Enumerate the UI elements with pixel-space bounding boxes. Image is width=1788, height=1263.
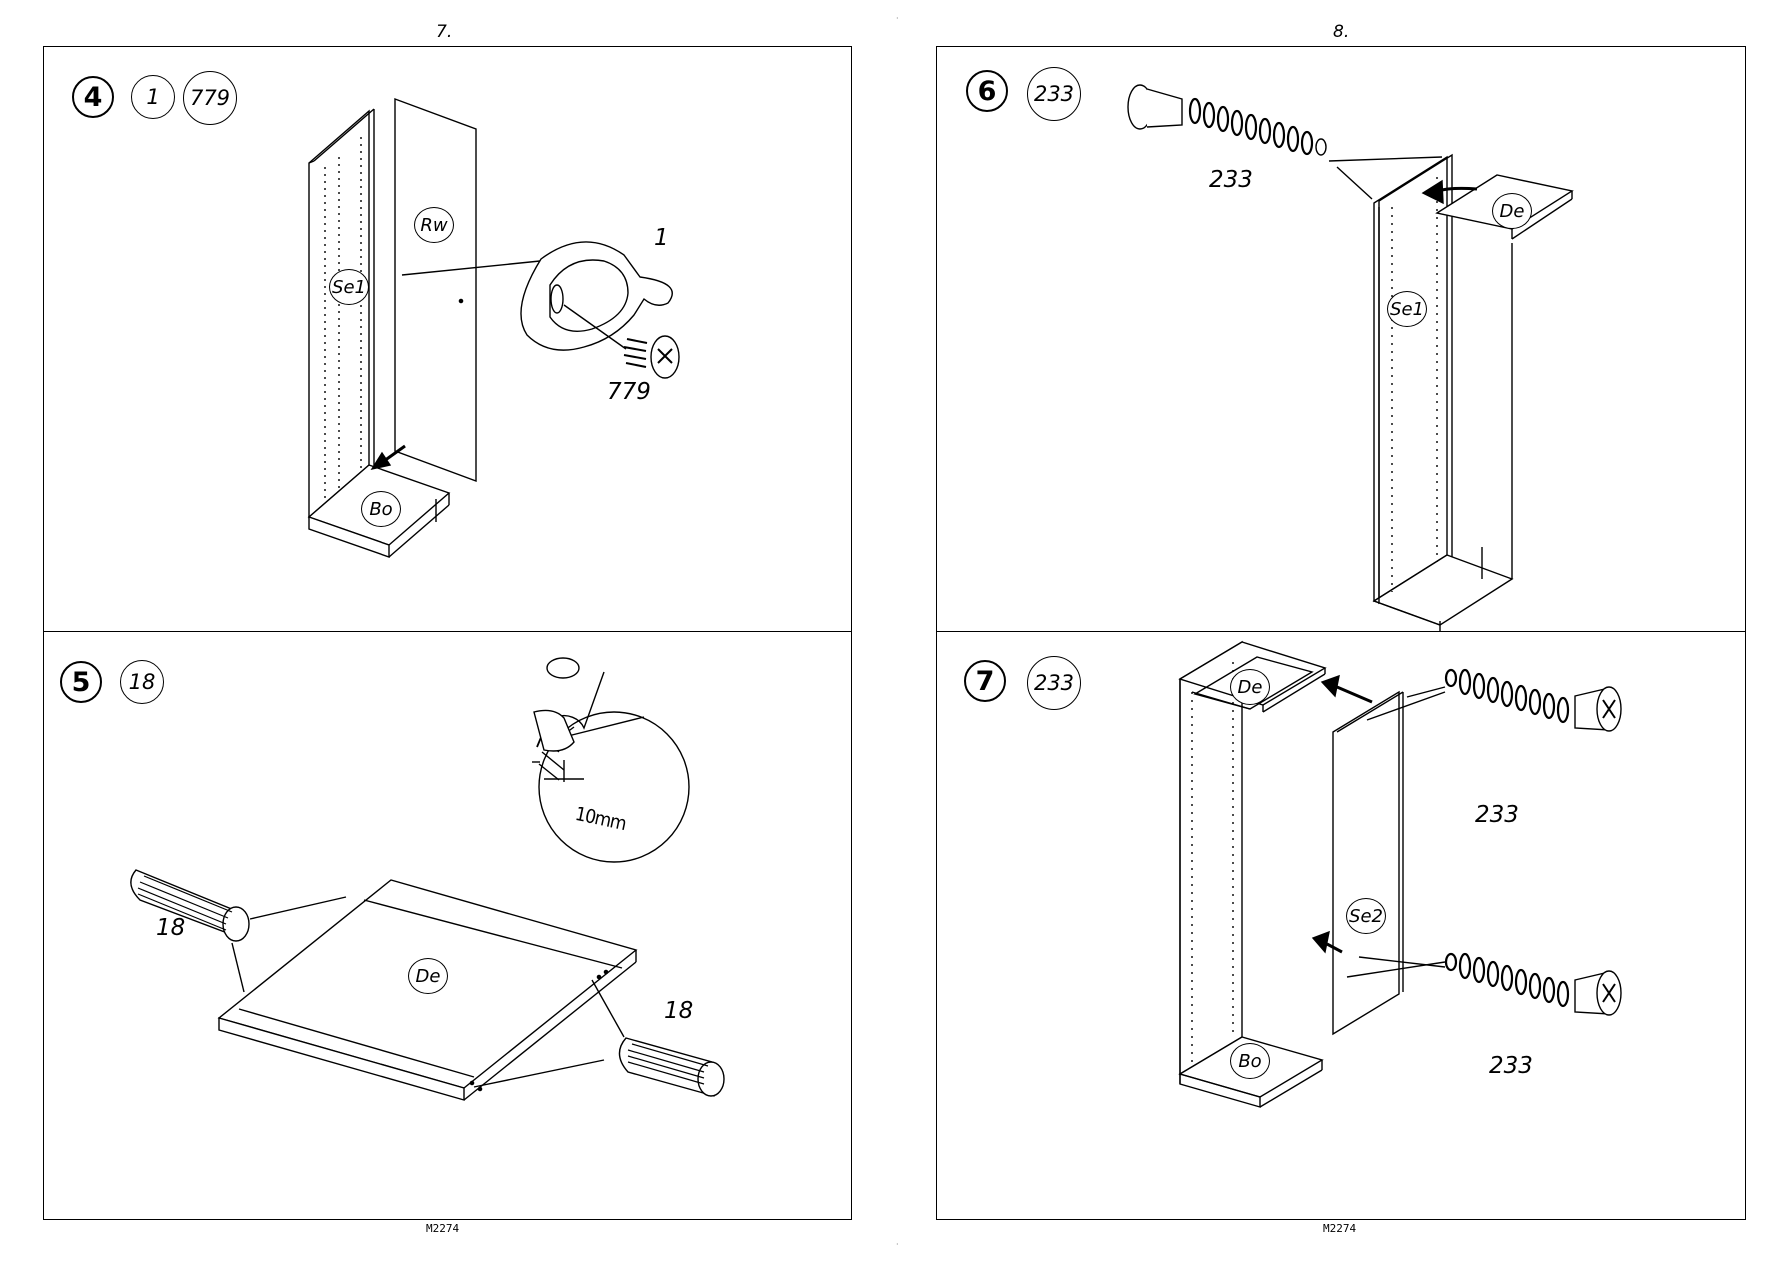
step-number-badge: 4 — [72, 76, 114, 118]
callout-screw-bottom: 233 — [1489, 1053, 1533, 1079]
callout-dowel-left: 18 — [156, 915, 186, 941]
callout-part-1: 1 — [654, 225, 669, 251]
label-bo: Bo — [361, 491, 401, 527]
part-badge-233: 233 — [1027, 67, 1081, 121]
panel-step-6: 6 233 De Se1 233 — [936, 46, 1746, 633]
page-number-left: 7. — [436, 22, 453, 42]
label-de: De — [408, 958, 448, 994]
step-number-badge: 6 — [966, 70, 1008, 112]
step-6-illustration — [1127, 84, 1574, 633]
page-number-right: 8. — [1333, 22, 1350, 42]
step-7-illustration — [1178, 640, 1622, 1108]
panel-step-7: 7 233 De Bo Se2 233 233 — [936, 631, 1746, 1220]
label-de: De — [1230, 669, 1270, 705]
label-se1: Se1 — [329, 269, 369, 305]
part-badge-779: 779 — [183, 71, 237, 125]
callout-screw-top: 233 — [1475, 802, 1519, 828]
part-badge-233: 233 — [1027, 656, 1081, 710]
callout-part-233: 233 — [1209, 167, 1253, 193]
center-mark-top: · — [896, 14, 899, 23]
callout-part-779: 779 — [607, 379, 651, 405]
label-se1: Se1 — [1387, 291, 1427, 327]
label-se2: Se2 — [1346, 898, 1386, 934]
part-badge-18: 18 — [120, 660, 164, 704]
part-badge-1: 1 — [131, 75, 175, 119]
step-4-illustration — [307, 97, 680, 558]
label-bo: Bo — [1230, 1043, 1270, 1079]
panel-step-4: 4 1 779 Se1 Rw Bo 1 779 — [43, 46, 852, 633]
label-rw: Rw — [414, 207, 454, 243]
panel-step-5: 5 18 De 18 18 10mm — [43, 631, 852, 1220]
label-de: De — [1492, 193, 1532, 229]
callout-dowel-right: 18 — [664, 998, 694, 1024]
document-code-right: M2274 — [1323, 1222, 1357, 1235]
document-code-left: M2274 — [426, 1222, 460, 1235]
step-number-badge: 5 — [60, 661, 102, 703]
step-number-badge: 7 — [964, 660, 1006, 702]
center-mark-bottom: · — [896, 1240, 899, 1249]
